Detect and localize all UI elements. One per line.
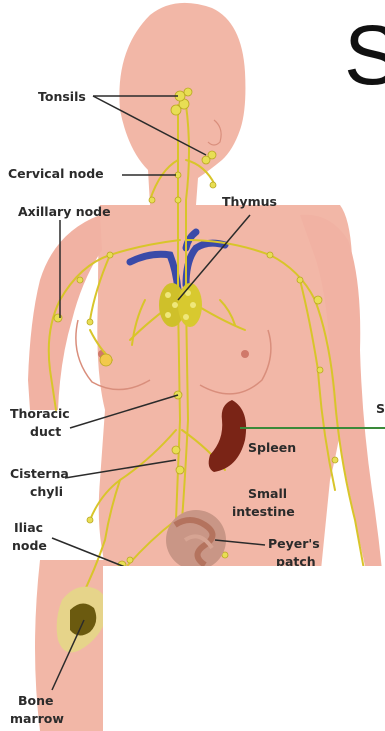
corner-letter: S <box>344 8 385 102</box>
label-axillary-node: Axillary node <box>18 204 111 219</box>
label-thymus: Thymus <box>222 194 277 209</box>
label-iliac-line1: Iliac <box>14 520 43 535</box>
label-cervical-node: Cervical node <box>8 166 104 181</box>
blank-overlay-panel <box>103 566 385 731</box>
label-small-intestine-line2: intestine <box>232 504 295 519</box>
label-thoracic-line2: duct <box>30 424 61 439</box>
label-small-intestine-line1: Small <box>248 486 287 501</box>
label-cisterna-line2: chyli <box>30 484 63 499</box>
label-bone-line1: Bone <box>18 693 54 708</box>
label-bone-line2: marrow <box>10 711 64 726</box>
label-tonsils: Tonsils <box>38 89 86 104</box>
label-spleen: Spleen <box>248 440 296 455</box>
label-iliac-line2: node <box>12 538 47 553</box>
thymus <box>159 283 202 327</box>
nipple-right <box>241 350 249 358</box>
edge-letter: S <box>376 401 385 416</box>
label-thoracic-line1: Thoracic <box>10 406 70 421</box>
label-cisterna-line1: Cisterna <box>10 466 69 481</box>
label-peyers-line1: Peyer's <box>268 536 320 551</box>
